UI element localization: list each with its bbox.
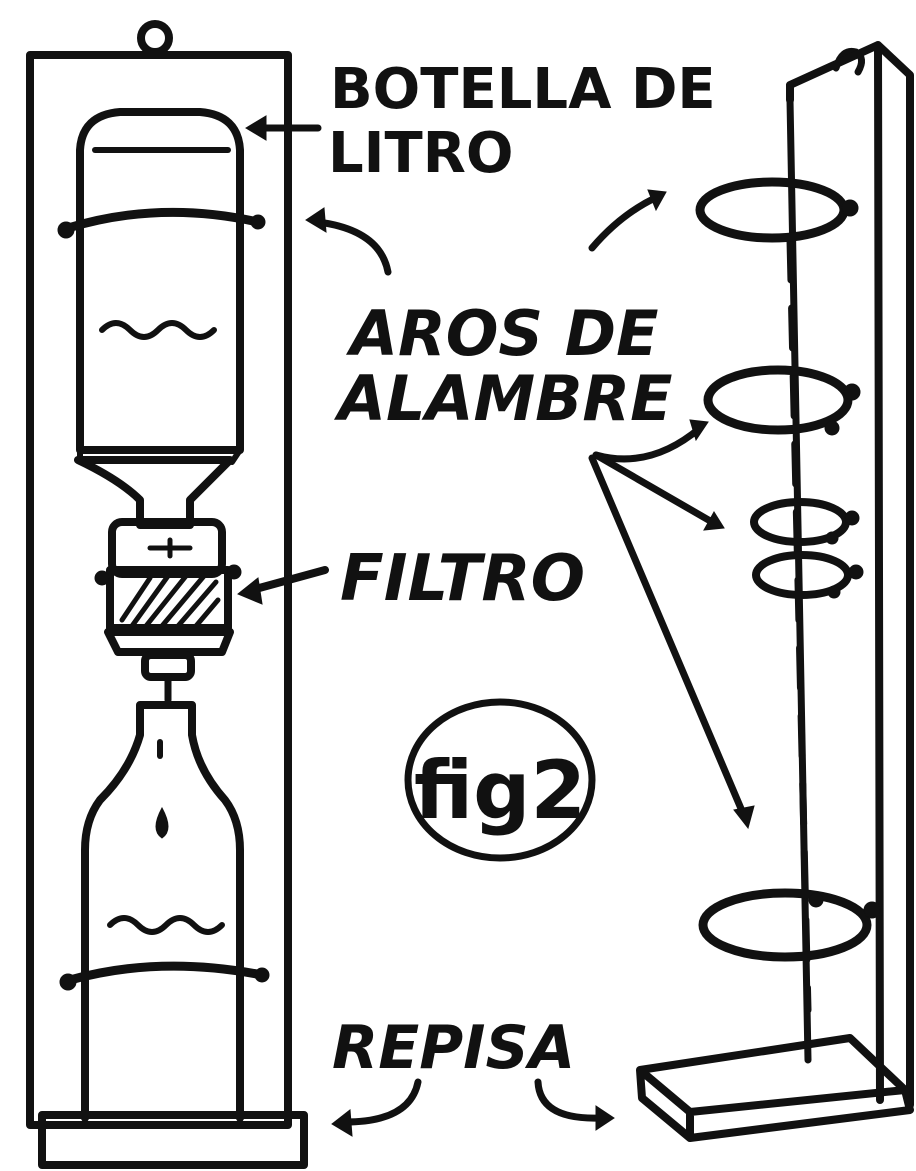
arrow-rings-right-top xyxy=(588,194,659,252)
label-bottle-line2: LITRO xyxy=(328,121,513,186)
arrow-rings-right-2 xyxy=(592,424,704,463)
collecting-bottle xyxy=(81,701,244,1122)
hanging-loop xyxy=(137,20,173,56)
litre-bottle-inverted xyxy=(74,108,244,529)
label-rings-line1: AROS DE xyxy=(345,297,659,370)
label-filter: FILTRO xyxy=(340,542,585,616)
right-assembly xyxy=(636,41,914,1142)
label-shelf: REPISA xyxy=(332,1013,575,1083)
wire-ring-right-1 xyxy=(695,177,859,243)
water-wave-top xyxy=(99,320,217,340)
left-shelf xyxy=(38,1111,308,1169)
filter-housing xyxy=(94,518,242,704)
left-assembly xyxy=(26,20,308,1169)
wire-ring-right-5 xyxy=(698,888,881,962)
arrow-shelf-right xyxy=(534,1078,604,1122)
labels: BOTELLA DE LITRO AROS DE ALAMBRE FILTRO … xyxy=(328,57,716,1083)
label-bottle-line1: BOTELLA DE xyxy=(330,57,716,122)
figure-tag-circle xyxy=(404,698,596,862)
label-rings-line2: ALAMBRE xyxy=(333,362,673,435)
water-wave-bottom xyxy=(107,915,225,935)
wire-ring-right-4 xyxy=(752,551,864,599)
arrow-shelf-left xyxy=(341,1078,422,1126)
right-shelf xyxy=(636,1034,914,1142)
wire-ring-right-3 xyxy=(750,498,860,546)
arrow-rings-left xyxy=(314,218,392,276)
arrow-filter xyxy=(248,566,329,594)
right-backboard xyxy=(786,41,914,1109)
figure-tag: fig2 xyxy=(414,744,586,837)
filter-cartridge-hatching xyxy=(119,573,221,629)
left-backboard xyxy=(26,51,292,1129)
wire-ring-top-left xyxy=(57,207,266,239)
arrow-rings-right-5 xyxy=(588,454,749,822)
centre-guide-dashed xyxy=(786,236,812,1014)
annotation-arrows xyxy=(237,115,755,1137)
arrow-rings-right-3 xyxy=(592,451,716,526)
wire-ring-right-2 xyxy=(703,365,861,436)
wire-ring-bottom-left xyxy=(59,961,270,991)
water-drop xyxy=(155,806,169,839)
